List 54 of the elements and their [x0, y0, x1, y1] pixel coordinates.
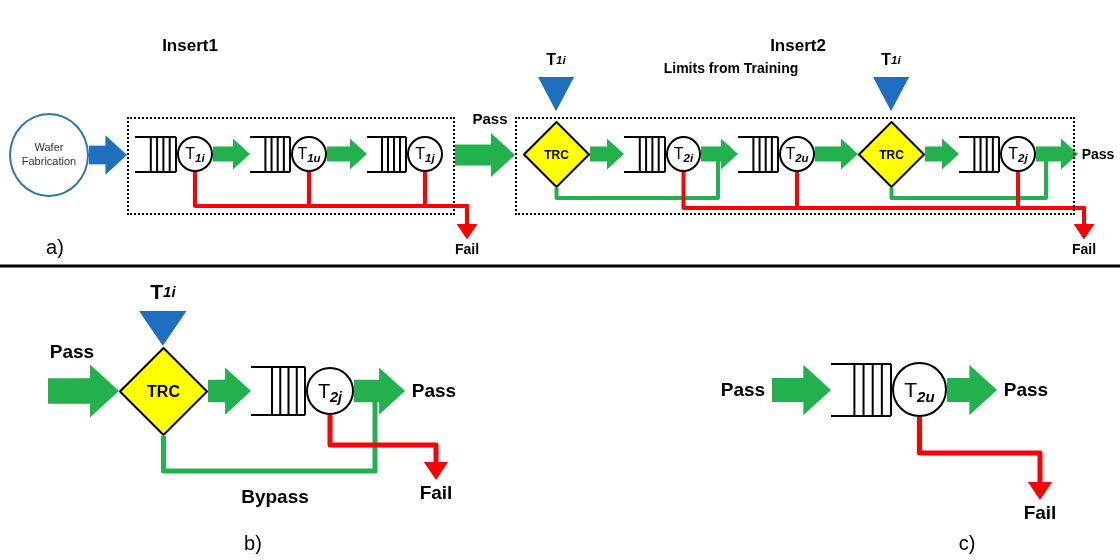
flow-line [1016, 172, 1094, 239]
tester-circle: T$_{2j}$ [306, 367, 354, 415]
block-arrow [925, 138, 959, 170]
queue-drawing [251, 366, 306, 416]
queue-drawing [367, 136, 407, 173]
block-arrow [89, 135, 127, 175]
tester-circle: T$_{2u}$ [779, 136, 815, 172]
flow-line [423, 172, 477, 239]
tester-circle: T$_{2u}$ [892, 362, 947, 417]
decision-diamond: TRC [523, 121, 590, 188]
queue-drawing [135, 136, 177, 173]
tester-circle: T$_{2i}$ [666, 136, 701, 172]
outcome-label: Pass [405, 378, 463, 404]
decision-diamond: TRC [858, 121, 925, 188]
block-arrow [772, 364, 831, 416]
process-circle: Wafer Fabrication [9, 113, 89, 197]
block-arrow [1036, 138, 1078, 170]
stage-frame [127, 117, 455, 215]
flow-line [917, 417, 1053, 500]
stage-frame [515, 117, 1075, 215]
flow-line [327, 415, 449, 480]
panel-label: a) [45, 234, 65, 260]
block-arrow [947, 364, 997, 416]
decision-diamond: TRC [119, 347, 208, 436]
queue-drawing [738, 136, 779, 173]
queue-drawing [831, 363, 892, 417]
section-heading: Insert1 [161, 35, 219, 57]
block-arrow [455, 132, 515, 178]
section-heading: Insert2 [769, 35, 827, 57]
tester-circle: T$_{1i}$ [177, 136, 213, 172]
queue-drawing [624, 136, 666, 173]
outcome-label: Fail [1064, 239, 1104, 259]
tester-circle: T$_{1u}$ [291, 136, 327, 172]
tester-circle: T$_{1j}$ [407, 136, 443, 172]
block-arrow [208, 367, 251, 415]
block-arrow [327, 138, 367, 170]
panel-label: b) [243, 530, 263, 556]
queue-drawing [959, 136, 1000, 173]
outcome-label: Pass [1078, 144, 1118, 164]
block-arrow [815, 138, 858, 170]
block-arrow [213, 138, 250, 170]
queue-drawing [250, 136, 291, 173]
block-arrow [701, 138, 738, 170]
outcome-label: Fail [413, 480, 459, 506]
outcome-label: Fail [1017, 500, 1063, 526]
outcome-label: Pass [997, 377, 1055, 403]
annotation: Limits from Training [662, 59, 800, 78]
outcome-label: Pass [714, 377, 772, 403]
tester-circle: T$_{2j}$ [1000, 136, 1036, 172]
panel-label: c) [957, 530, 977, 556]
block-arrow [354, 367, 405, 415]
outcome-label: Fail [449, 239, 485, 259]
block-arrow [590, 138, 624, 170]
block-arrow [48, 364, 119, 418]
